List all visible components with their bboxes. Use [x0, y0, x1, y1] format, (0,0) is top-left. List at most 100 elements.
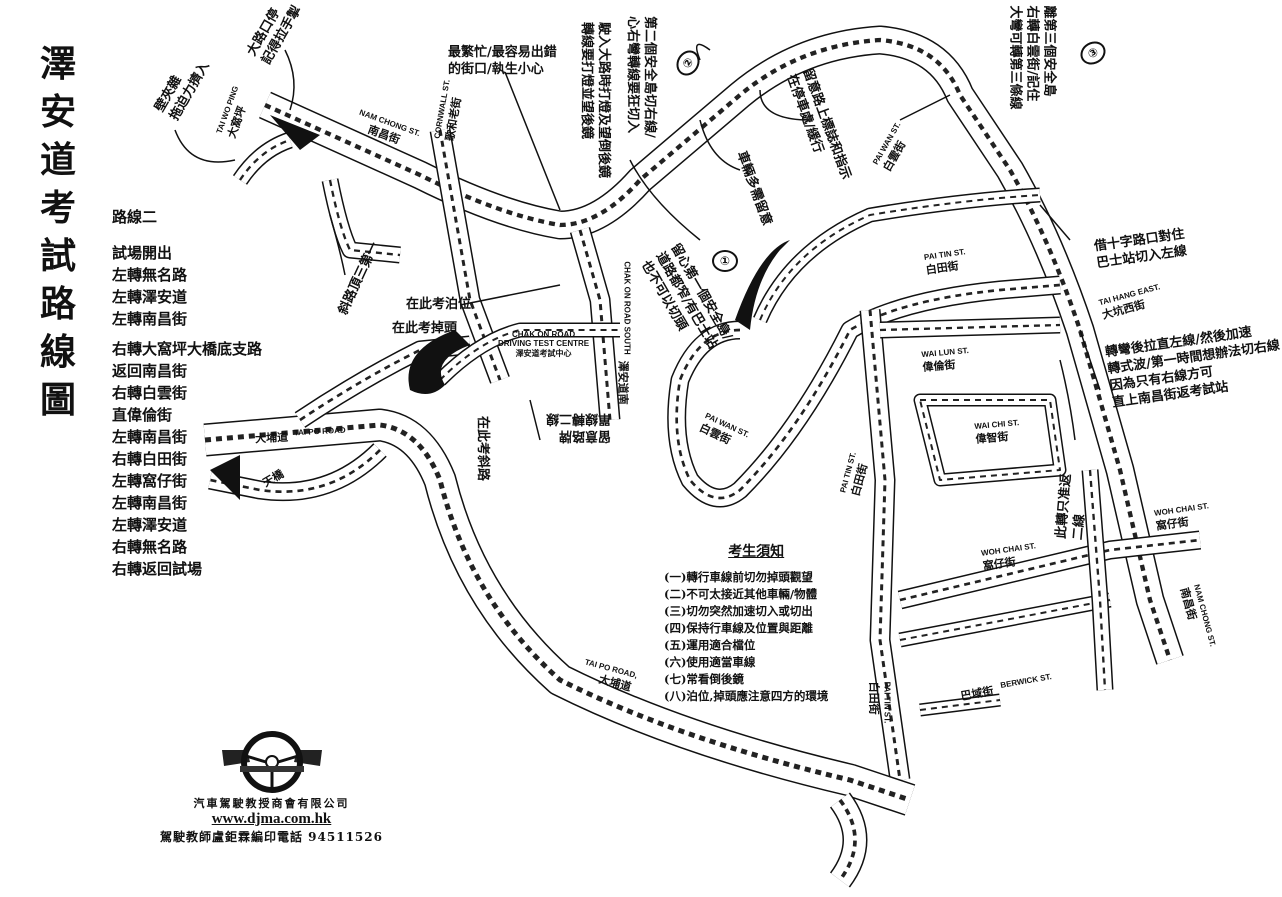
traffic-island	[270, 115, 320, 150]
road-exit-road	[829, 792, 868, 888]
annotation-line: 大彎可轉第三條線	[1007, 5, 1023, 110]
route-step: 左轉窩仔街	[112, 472, 188, 490]
road-stroke	[578, 229, 612, 421]
route-step: 直偉倫街	[112, 406, 173, 424]
leader-line	[284, 49, 295, 111]
street-label-wai-chi: WAI CHI ST.偉智街	[974, 418, 1021, 447]
map-title: 澤 安 道 考 試 路 線 圖	[40, 40, 84, 424]
leader-line	[629, 159, 701, 241]
leader-line	[504, 71, 561, 211]
road-stroke	[675, 283, 1061, 500]
solid-islands	[210, 115, 790, 500]
leader-line	[899, 94, 951, 121]
website-link[interactable]: www.djma.com.hk	[211, 811, 332, 827]
road-stroke	[209, 449, 381, 493]
annotation-line: 右轉白雲街/記住	[1024, 5, 1040, 102]
street-en: CHAK ON ROAD SOUTH	[622, 261, 632, 355]
road-tai-wo-ping-road	[232, 131, 293, 185]
notice-item: (六)使用適當車線	[664, 655, 756, 669]
road-pai-wan-inner	[753, 187, 1041, 324]
annotation-parking: 在此考泊位	[406, 297, 472, 312]
road-stroke	[438, 129, 502, 381]
road-stroke	[919, 399, 1061, 481]
annotation-line: 的街口/執生小心	[448, 62, 544, 77]
annotation-line: 離第三個安全島	[1041, 5, 1057, 97]
marker-1: ①	[712, 250, 738, 272]
road-chak-on-road-south	[569, 227, 621, 421]
notice-heading: 考生須知	[728, 544, 785, 560]
road-stroke	[879, 323, 1061, 332]
title-char: 澤	[40, 43, 77, 85]
route-heading: 路線二	[112, 208, 158, 226]
annotation-line: 駛入大路時打燈及望倒後鏡	[596, 21, 612, 179]
route-step: 右轉大窩坪大橋底支路	[112, 340, 263, 358]
road-tai-po-road	[203, 408, 916, 816]
street-cn: 白田街	[867, 681, 881, 715]
road-woh-chai-street	[897, 530, 1202, 610]
route-step: 左轉澤安道	[112, 516, 188, 534]
title-char: 線	[40, 331, 77, 373]
road-chak-on-road	[429, 128, 510, 384]
traffic-island	[210, 455, 240, 500]
road-tai-po-branch	[208, 443, 387, 502]
leader-line	[1059, 359, 1076, 441]
leader-line	[695, 43, 711, 61]
annotation: 第二個安全島切右線/心右彎轉線要狂切入	[624, 16, 658, 138]
notice-item: (二)不可太接近其他車輛/物體	[664, 587, 818, 601]
street-cn: 大埔道	[254, 430, 289, 446]
road-stroke	[204, 422, 911, 803]
street-cn: 澤安道南	[616, 360, 630, 405]
street-en: TAI PO ROAD	[293, 425, 346, 438]
annotation: 離第三個安全島右轉白雲街/記住大彎可轉第三條線	[1007, 5, 1058, 109]
traffic-island	[735, 240, 790, 330]
leader-line	[759, 89, 811, 121]
leader-line	[1039, 204, 1071, 241]
street-label-wai-lun: WAI LUN ST.偉倫街	[921, 346, 971, 375]
road-stroke	[234, 133, 293, 184]
road-unnamed-road	[321, 178, 401, 264]
route-step: 左轉南昌街	[112, 428, 188, 446]
centre-en: CHAK ON ROAD	[512, 330, 576, 339]
leader-line	[329, 214, 346, 276]
road-stroke	[868, 309, 902, 781]
annotation-line: 最繁忙/最容易出錯	[448, 45, 557, 60]
roads	[174, 25, 1202, 888]
notice-item: (三)切勿突然加速切入或切出	[664, 604, 813, 618]
leader-line	[459, 284, 561, 306]
annotation-line: 轉線要打燈並望後鏡	[579, 21, 595, 140]
annotation-u-turn: 在此考掉頭	[392, 321, 458, 336]
route-step: 左轉南昌街	[112, 310, 188, 328]
centre-cn: 澤安道考試中心	[515, 348, 572, 358]
road-stroke	[919, 699, 1001, 711]
road-stroke	[759, 194, 1041, 321]
road-stroke	[264, 37, 1173, 661]
road-stroke	[299, 343, 471, 422]
roundabout-island	[408, 330, 470, 394]
publisher-phone: 駕駛教師盧鉅霖編印電話 94511526	[160, 830, 383, 844]
leader-line	[174, 129, 236, 163]
title-char: 試	[40, 235, 77, 277]
road-stroke	[899, 599, 1111, 641]
leader-line	[1079, 329, 1101, 391]
title-char: 圖	[40, 379, 77, 421]
road-wai-lun-street	[879, 316, 1061, 339]
road-stroke	[239, 138, 291, 181]
leader-line	[529, 399, 541, 441]
annotation-line: 單線轉二線	[546, 411, 612, 426]
route-step: 返回南昌街	[112, 362, 188, 380]
annotation: 駛入大路時打燈及望倒後鏡轉線要打燈並望後鏡	[578, 22, 612, 178]
annotation-line: 第二個安全島切右線/	[641, 16, 657, 138]
route-step: 右轉白田街	[112, 450, 188, 468]
footer: 汽車駕駛教授商會有限公司 www.djma.com.hk 駕駛教師盧鉅霖編印電話…	[160, 795, 383, 845]
annotation-line: 留意路牌	[559, 428, 612, 443]
route-step: 左轉澤安道	[112, 288, 188, 306]
title-char: 道	[40, 139, 77, 181]
route-step: 左轉無名路	[112, 266, 188, 284]
road-wai-chi-loop	[913, 393, 1067, 487]
road-slip-road	[434, 322, 620, 386]
road-woh-chai-lower	[898, 592, 1112, 648]
annotation-hill-start: 在此考斜路	[475, 415, 491, 482]
road-berwick-street	[919, 693, 1001, 717]
road-flyover	[294, 335, 471, 428]
